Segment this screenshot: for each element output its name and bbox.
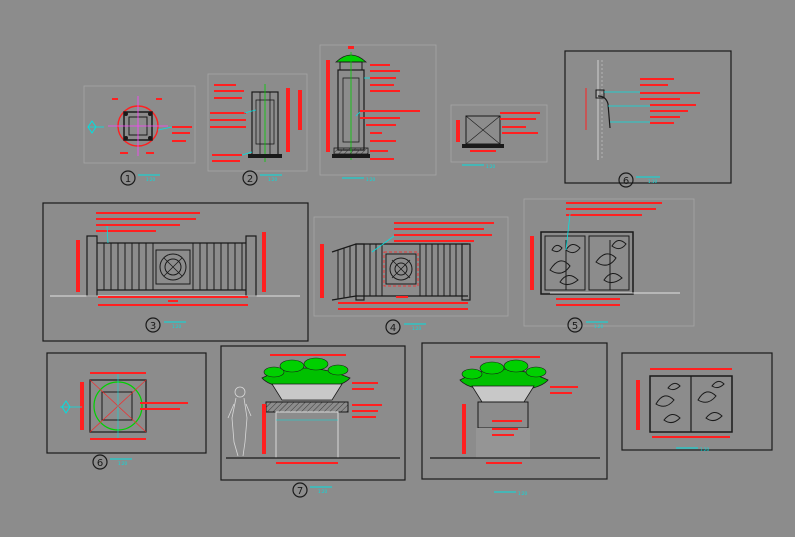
detail-6b-caption: 1:20: [118, 461, 127, 466]
detail-leaf-panel: 1:20: [621, 352, 773, 452]
detail-4-caption: 1:20: [412, 326, 421, 331]
detail-6-number-icon: [618, 172, 634, 188]
detail-4-frame: [313, 216, 509, 317]
detail-7-caption: 1:20: [318, 489, 327, 494]
detail-cap-caption: 1:20: [486, 164, 495, 169]
detail-6b-number: 6: [97, 458, 103, 469]
detail-cap-section: 1:20: [450, 104, 548, 169]
detail-5-leaf-gate: 5 1:20: [523, 198, 695, 333]
detail-2-caption: 1:20: [268, 177, 277, 182]
detail-5-number: 5: [572, 321, 578, 332]
detail-3-number: 3: [150, 321, 156, 332]
detail-6-frame: [564, 50, 732, 184]
detail-4-number-icon: [385, 319, 401, 335]
detail-3-number-icon: [145, 317, 161, 333]
detail-planter-section: 1:20: [421, 342, 608, 496]
detail-2-number-icon: [242, 170, 258, 186]
detail-cap-frame: [450, 104, 548, 163]
detail-7-number: 7: [297, 486, 303, 497]
detail-1-number: 1: [125, 174, 131, 185]
detail-planter-section-caption: 1:20: [518, 491, 527, 496]
detail-planter-section-frame: [421, 342, 608, 480]
detail-lamp-post-section: 1:20: [319, 44, 437, 182]
detail-5-caption: 1:20: [594, 324, 603, 329]
detail-2-number: 2: [247, 174, 253, 185]
detail-3-caption: 1:20: [172, 324, 181, 329]
detail-6b-frame: [46, 352, 207, 454]
detail-leaf-panel-caption: 1:20: [700, 447, 709, 452]
detail-6-wall-section: 6 1:10: [564, 50, 732, 188]
detail-leaf-panel-frame: [621, 352, 773, 451]
detail-4-stair-railing: 4 1:20: [313, 216, 509, 335]
detail-5-number-icon: [567, 317, 583, 333]
detail-7-planter-elevation: 7 1:20: [220, 345, 406, 498]
detail-3-railing-elevation: 3 1:20: [42, 202, 309, 342]
detail-2-frame: [207, 73, 308, 172]
detail-4-number: 4: [390, 323, 396, 334]
detail-6-caption: 1:10: [648, 179, 657, 184]
detail-6-planter-plan: 6 1:20: [46, 352, 207, 470]
detail-7-frame: [220, 345, 406, 481]
detail-2-post-elevation: 2 1:20: [207, 73, 308, 186]
detail-1-post-plan: 1 1:20: [83, 85, 196, 186]
detail-5-frame: [523, 198, 695, 327]
detail-3-frame: [42, 202, 309, 342]
detail-1-number-icon: [120, 170, 136, 186]
detail-7-number-icon: [292, 482, 308, 498]
detail-6-number: 6: [623, 176, 629, 187]
detail-lamp-frame: [319, 44, 437, 176]
detail-6b-number-icon: [92, 454, 108, 470]
detail-1-caption: 1:20: [146, 177, 155, 182]
detail-lamp-caption: 1:20: [366, 177, 375, 182]
detail-1-frame: [83, 85, 196, 164]
